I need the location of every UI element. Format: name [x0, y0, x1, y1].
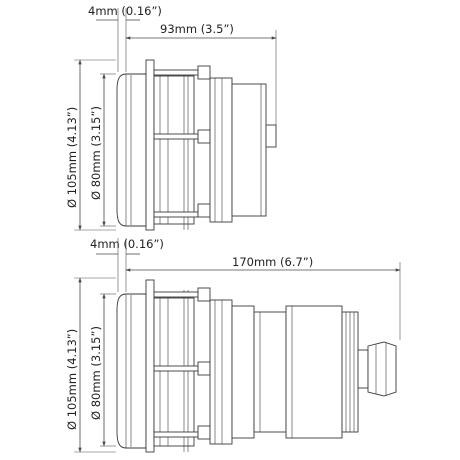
- housing-body: [153, 297, 195, 447]
- housing-body: [153, 75, 195, 225]
- screw-middle: [153, 129, 211, 144]
- flange-thickness-dimension: 4mm (0.16”): [90, 237, 164, 255]
- lens-housing: [231, 305, 255, 439]
- inner-diameter-dimension: Ø 80mm (3.15”): [89, 293, 106, 447]
- lens-housing: [231, 83, 267, 217]
- front-ring: [209, 77, 233, 223]
- inner-diameter-dimension: Ø 80mm (3.15”): [89, 73, 106, 227]
- driver-housing: [285, 305, 343, 439]
- flange-thickness-dimension: 4mm (0.16”): [88, 4, 162, 21]
- clamp-plate: [145, 279, 155, 453]
- flange: [116, 73, 147, 227]
- front-ring: [209, 299, 233, 445]
- length-label: 93mm (3.5”): [160, 22, 234, 36]
- flange-thickness-label: 4mm (0.16”): [90, 237, 164, 251]
- top-view: 4mm (0.16”) 93mm (3.5”) Ø 105mm (4.13”) …: [65, 4, 277, 231]
- connector: [265, 124, 277, 148]
- clamp-plate: [145, 59, 155, 231]
- outer-diameter-dimension: Ø 105mm (4.13”): [65, 59, 82, 231]
- screw-top: [153, 287, 211, 302]
- inner-diameter-label: Ø 80mm (3.15”): [89, 106, 103, 200]
- length-dimension: 93mm (3.5”): [125, 22, 277, 40]
- outer-diameter-label: Ø 105mm (4.13”): [65, 329, 79, 430]
- inner-diameter-label: Ø 80mm (3.15”): [89, 326, 103, 420]
- outer-diameter-dimension: Ø 105mm (4.13”): [65, 277, 82, 453]
- bottom-view: 4mm (0.16”) 170mm (6.7”) Ø 105mm (4.13”)…: [65, 237, 401, 453]
- outer-diameter-label: Ø 105mm (4.13”): [65, 107, 79, 208]
- screw-bottom: [153, 203, 211, 218]
- cable-gland: [357, 341, 397, 397]
- flange: [116, 293, 147, 449]
- driver-neck: [253, 311, 287, 433]
- length-dimension: 170mm (6.7”): [125, 255, 401, 272]
- flange-thickness-label: 4mm (0.16”): [88, 4, 162, 18]
- length-label: 170mm (6.7”): [232, 255, 313, 269]
- screw-top: [153, 65, 211, 80]
